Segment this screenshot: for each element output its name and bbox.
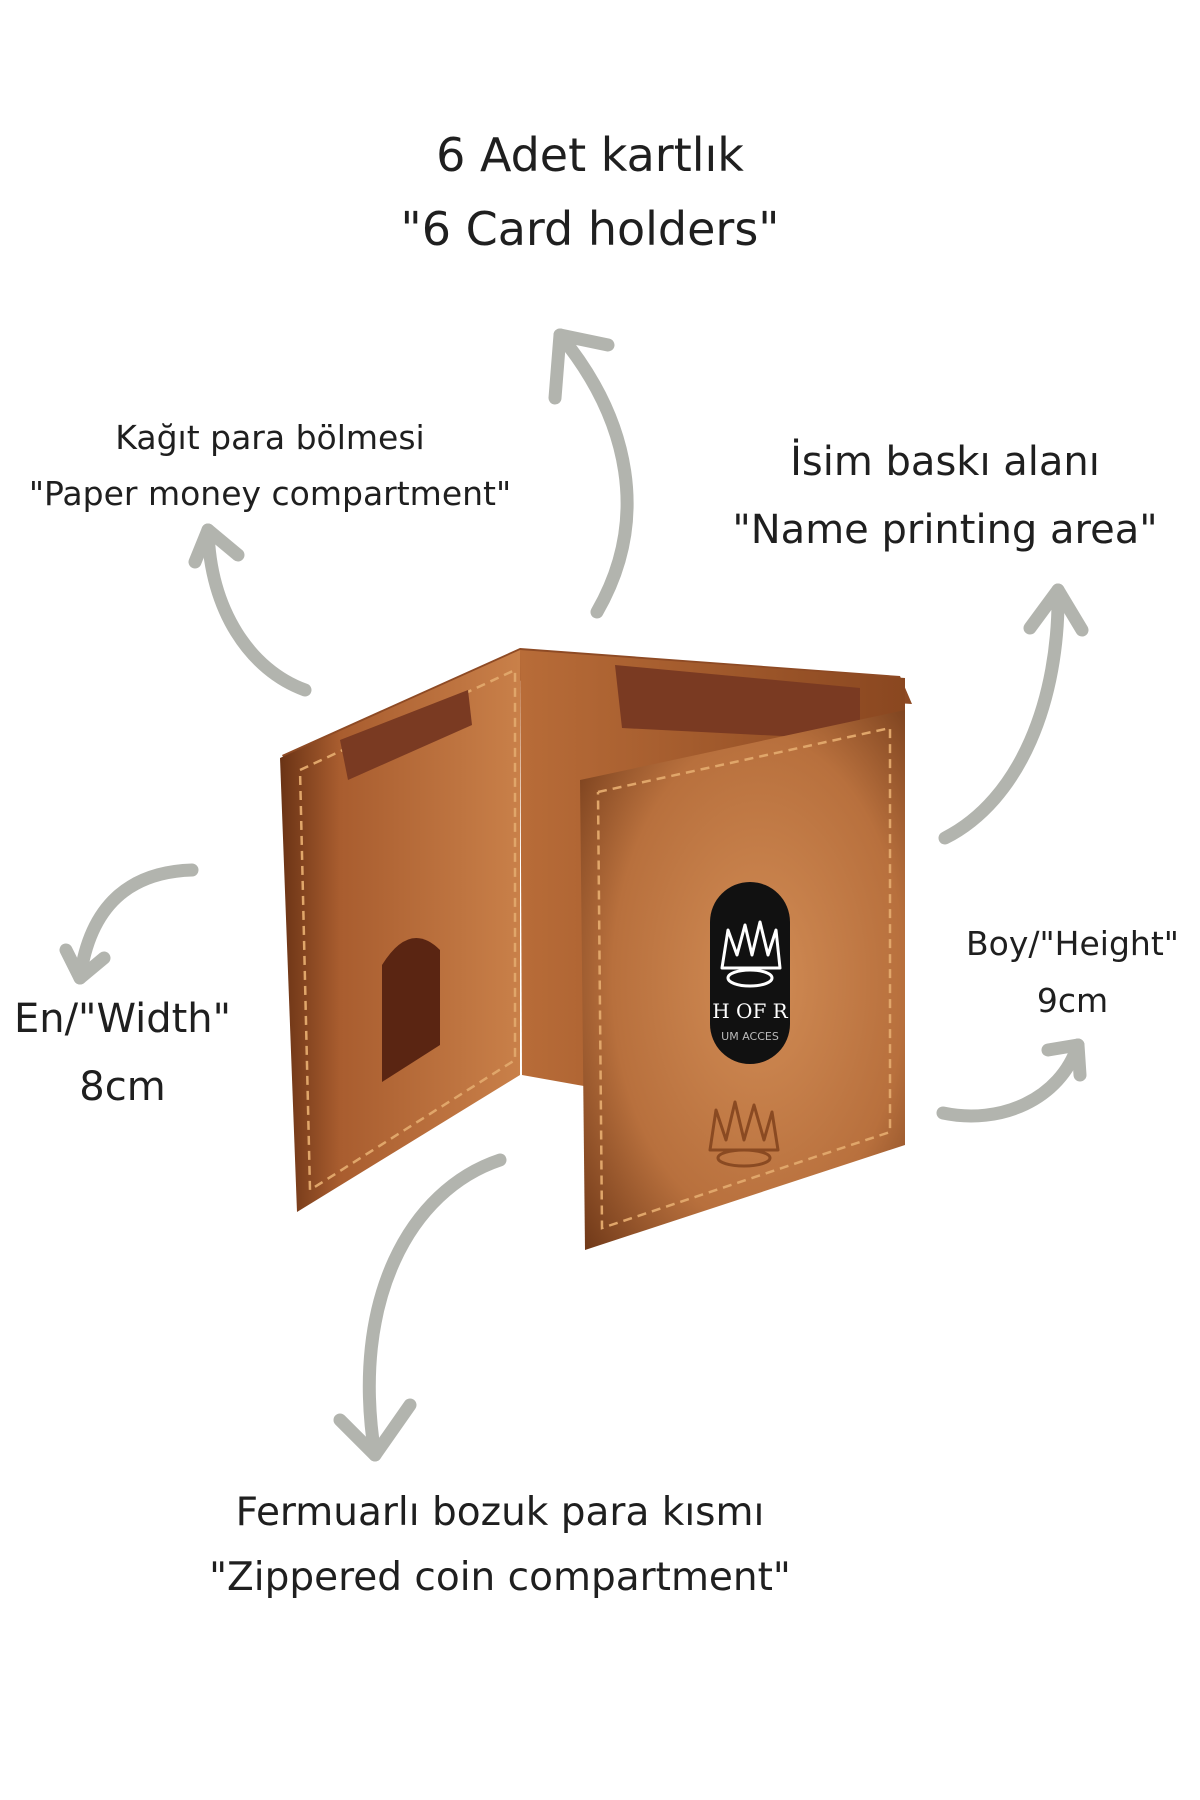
label-name-printing-en: "Name printing area" [732, 507, 1158, 553]
label-name-printing-tr: İsim baskı alanı [790, 439, 1100, 485]
label-paper-money-en: "Paper money compartment" [28, 474, 512, 513]
card-window-text-main: H OF R [712, 999, 788, 1023]
label-coin-compartment-en: "Zippered coin compartment" [209, 1555, 791, 1600]
curved-arrow-icon [188, 523, 312, 697]
curved-arrow-icon [936, 1038, 1087, 1123]
card-window-text-sub: UM ACCES [721, 1030, 779, 1043]
label-height: Boy/"Height" 9cm [945, 915, 1200, 1029]
label-height-value: 9cm [1036, 981, 1109, 1020]
label-card-holders: 6 Adet kartlık "6 Card holders" [300, 118, 880, 266]
label-coin-compartment: Fermuarlı bozuk para kısmı "Zippered coi… [180, 1480, 820, 1610]
label-paper-money: Kağıt para bölmesi "Paper money compartm… [0, 410, 540, 522]
wallet-card-window [710, 882, 790, 1064]
label-card-holders-en: "6 Card holders" [400, 202, 780, 256]
label-paper-money-tr: Kağıt para bölmesi [115, 418, 425, 457]
label-coin-compartment-tr: Fermuarlı bozuk para kısmı [235, 1490, 765, 1535]
wallet-left-pocket [340, 690, 472, 780]
label-width: En/"Width" 8cm [0, 985, 245, 1121]
label-height-title: Boy/"Height" [966, 924, 1179, 963]
wallet-inner-pocket [615, 665, 860, 740]
label-width-title: En/"Width" [13, 996, 232, 1042]
wallet-left-window [382, 938, 440, 1082]
curved-arrow-icon [548, 328, 634, 619]
label-width-value: 8cm [79, 1064, 166, 1110]
embossed-crown-icon [708, 1100, 780, 1168]
label-name-printing: İsim baskı alanı "Name printing area" [690, 428, 1200, 564]
wallet-left-panel [280, 650, 520, 1212]
curved-arrow-icon [938, 583, 1089, 845]
crown-logo-icon [720, 920, 782, 988]
label-card-holders-tr: 6 Adet kartlık [436, 128, 744, 182]
curved-arrow-icon [333, 1153, 507, 1462]
curved-arrow-icon [59, 863, 199, 985]
